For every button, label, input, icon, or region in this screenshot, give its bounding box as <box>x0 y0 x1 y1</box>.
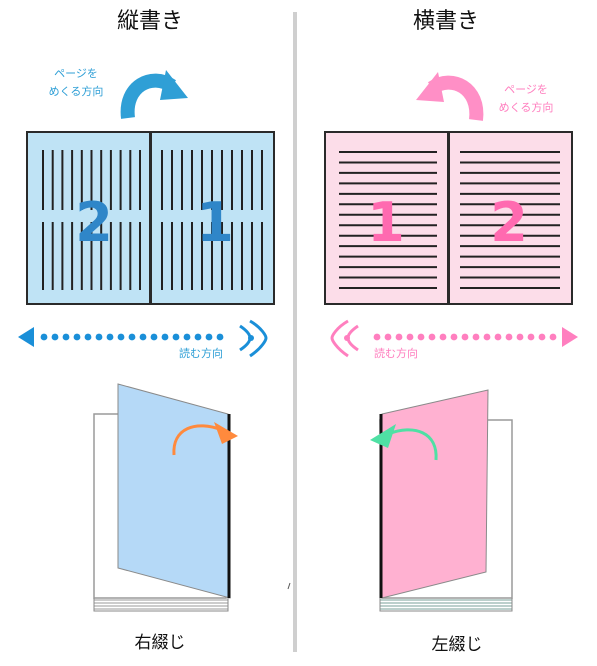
left-open-book: 2 1 <box>26 131 275 305</box>
right-flip-label-line1: ページを <box>504 83 548 96</box>
read-direction-dot <box>62 333 70 341</box>
read-direction-dot <box>417 333 425 341</box>
read-direction-dot <box>40 333 48 341</box>
left-page-number-1: 1 <box>196 191 234 254</box>
right-cover-flip-arrow-icon <box>370 424 438 461</box>
right-flip-arrow-icon <box>416 72 484 121</box>
right-closed-book <box>370 389 513 612</box>
read-direction-dot <box>494 333 502 341</box>
read-direction-dot <box>373 333 381 341</box>
read-direction-dot <box>472 333 480 341</box>
read-direction-dot <box>439 333 447 341</box>
read-direction-dot <box>150 333 158 341</box>
read-direction-dot <box>428 333 436 341</box>
read-direction-dot <box>406 333 414 341</box>
right-page-number-1: 1 <box>367 191 405 254</box>
right-page-number-2: 2 <box>490 191 528 254</box>
read-direction-dot <box>73 333 81 341</box>
right-binding-caption: 左綴じ <box>432 635 483 655</box>
read-direction-dot <box>395 333 403 341</box>
read-direction-dot <box>527 333 535 341</box>
read-direction-dot <box>117 333 125 341</box>
read-direction-dot <box>483 333 491 341</box>
read-direction-dot <box>516 333 524 341</box>
read-direction-dot <box>95 333 103 341</box>
read-direction-dot <box>205 333 213 341</box>
read-direction-dot <box>450 333 458 341</box>
left-read-label: 読む方向 <box>179 346 223 360</box>
read-direction-dot <box>461 333 469 341</box>
read-direction-dot <box>128 333 136 341</box>
left-book-page-stack <box>93 598 229 612</box>
read-direction-dot <box>139 333 147 341</box>
left-book-cover <box>117 383 231 599</box>
read-direction-dot <box>505 333 513 341</box>
read-direction-dot <box>84 333 92 341</box>
read-direction-dot <box>161 333 169 341</box>
left-eye-icon <box>239 319 268 358</box>
right-read-label: 読む方向 <box>374 346 418 360</box>
left-title: 縦書き <box>117 9 183 34</box>
right-title: 横書き <box>413 9 479 34</box>
left-read-direction-arrow <box>18 327 224 347</box>
read-direction-dot <box>106 333 114 341</box>
read-direction-dot <box>216 333 224 341</box>
right-read-direction-arrow <box>373 327 578 347</box>
left-flip-label-line2: めくる方向 <box>49 84 104 98</box>
right-horizontal-text-lines <box>339 151 560 289</box>
left-cover-flip-arrow-icon <box>172 422 238 456</box>
right-eye-icon <box>330 319 359 358</box>
right-book-cover <box>381 389 489 599</box>
read-direction-dot <box>538 333 546 341</box>
left-vertical-text-lines <box>42 150 263 290</box>
stray-mark <box>287 582 291 590</box>
right-open-book: 1 2 <box>324 131 573 305</box>
read-direction-dot <box>172 333 180 341</box>
read-direction-dot <box>51 333 59 341</box>
left-page-number-2: 2 <box>75 191 113 254</box>
left-flip-arrow-icon <box>120 70 188 119</box>
left-binding-caption: 右綴じ <box>135 633 186 653</box>
center-divider <box>293 12 297 652</box>
read-direction-dot <box>549 333 557 341</box>
right-book-page-stack <box>379 598 513 612</box>
read-direction-dot <box>384 333 392 341</box>
left-flip-label-line1: ページを <box>54 67 98 80</box>
read-direction-dot <box>194 333 202 341</box>
read-direction-dot <box>183 333 191 341</box>
left-closed-book <box>93 383 238 612</box>
right-flip-label-line2: めくる方向 <box>499 100 554 114</box>
